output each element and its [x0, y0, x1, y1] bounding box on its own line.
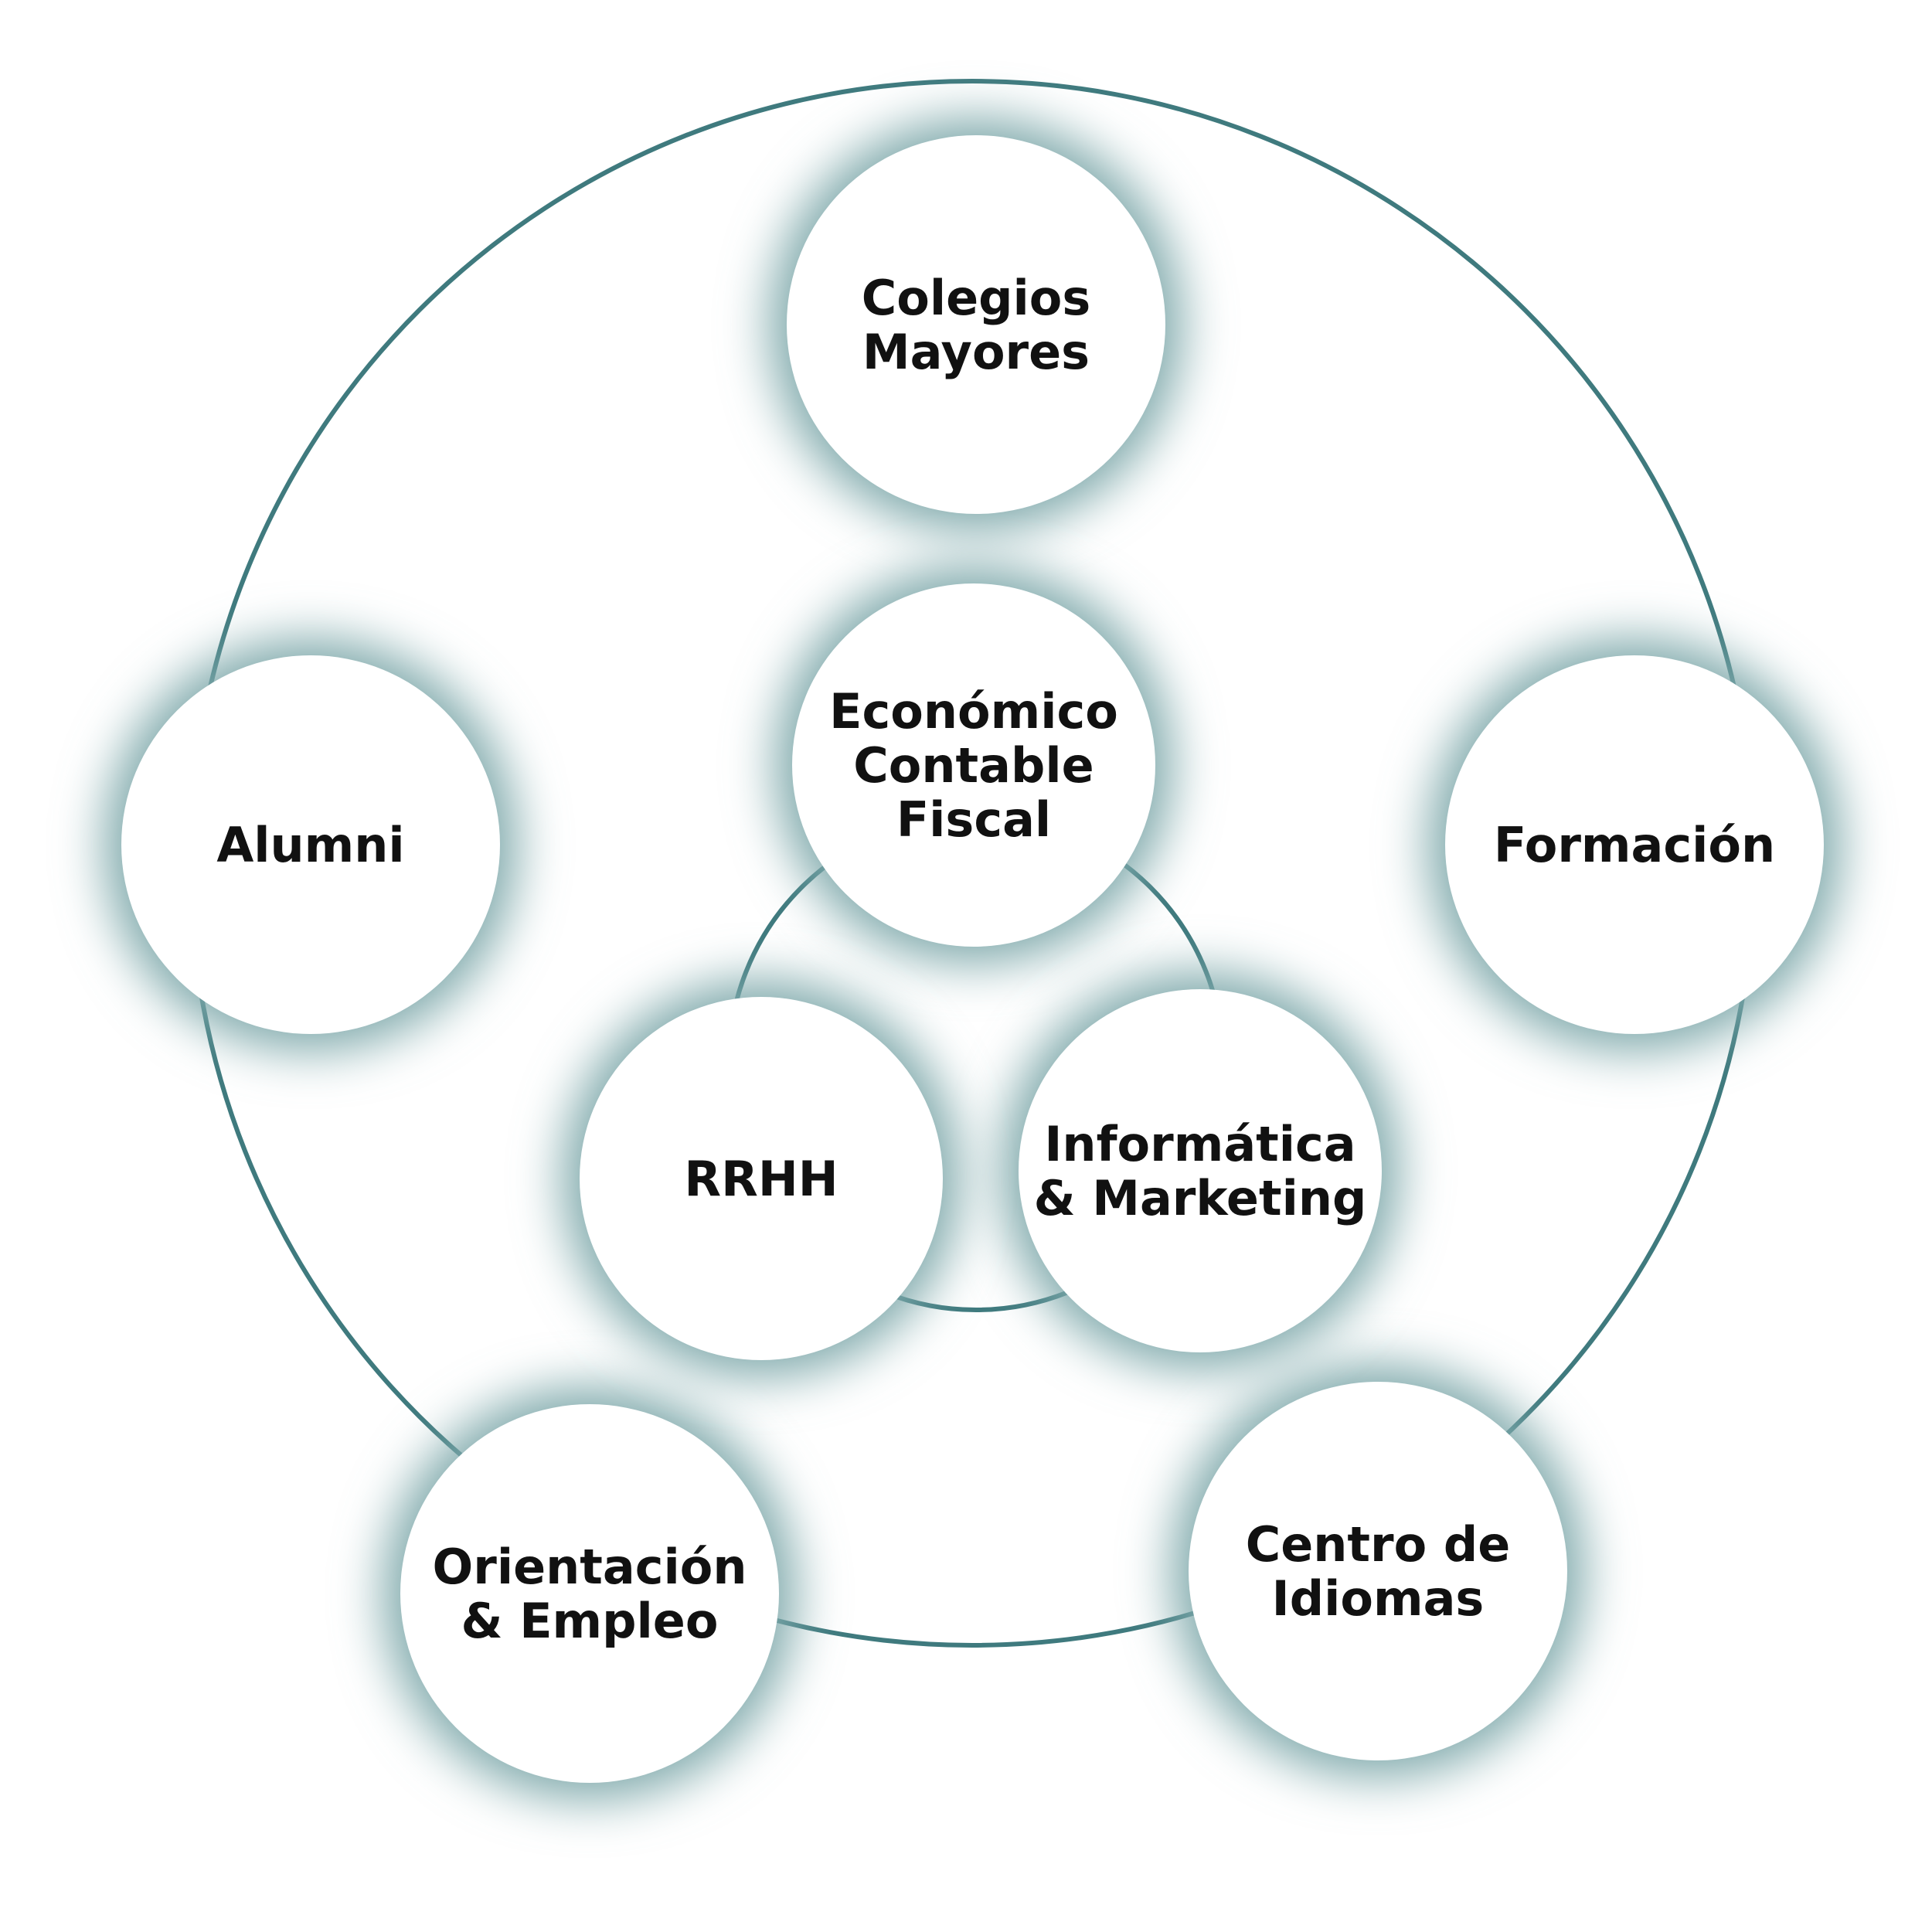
orientacion-empleo-circle [400, 1404, 779, 1783]
alumni-label: Alumni [216, 817, 404, 873]
informatica-marketing-label-line: & Marketing [1034, 1170, 1367, 1226]
node-formacion: Formación [1445, 655, 1824, 1034]
formacion-label-line: Formación [1494, 817, 1775, 873]
informatica-marketing-label-line: Informática [1044, 1116, 1355, 1172]
informatica-marketing-circle [1019, 989, 1382, 1352]
alumni-circle [121, 655, 500, 1034]
colegios-mayores-circle [787, 135, 1165, 514]
orientacion-empleo-label-line: Orientación [433, 1539, 747, 1595]
centro-de-idiomas-circle [1189, 1382, 1567, 1760]
rrhh-circle [580, 997, 943, 1360]
centro-de-idiomas-label-line: Centro de [1246, 1516, 1511, 1573]
formacion-circle [1445, 655, 1824, 1034]
colegios-mayores-label-line: Mayores [862, 324, 1090, 380]
centro-de-idiomas-label-line: Idiomas [1272, 1570, 1485, 1627]
node-rrhh: RRHH [580, 997, 943, 1360]
economico-contable-fiscal-label-line: Económico [829, 683, 1118, 740]
orientacion-empleo-label: Orientación& Empleo [433, 1539, 747, 1649]
economico-contable-fiscal-label-line: Fiscal [896, 791, 1051, 848]
rrhh-label: RRHH [684, 1151, 838, 1207]
alumni-label-line: Alumni [216, 817, 404, 873]
formacion-label: Formación [1494, 817, 1775, 873]
node-orientacion-empleo: Orientación& Empleo [400, 1404, 779, 1783]
rrhh-label-line: RRHH [684, 1151, 838, 1207]
colegios-mayores-label-line: Colegios [862, 270, 1091, 326]
economico-contable-fiscal-circle [792, 583, 1155, 947]
node-alumni: Alumni [121, 655, 500, 1034]
node-informatica-marketing: Informática& Marketing [1019, 989, 1382, 1352]
orientacion-empleo-label-line: & Empleo [461, 1593, 719, 1649]
informatica-marketing-label: Informática& Marketing [1034, 1116, 1367, 1226]
economico-contable-fiscal-label-line: Contable [853, 737, 1094, 794]
